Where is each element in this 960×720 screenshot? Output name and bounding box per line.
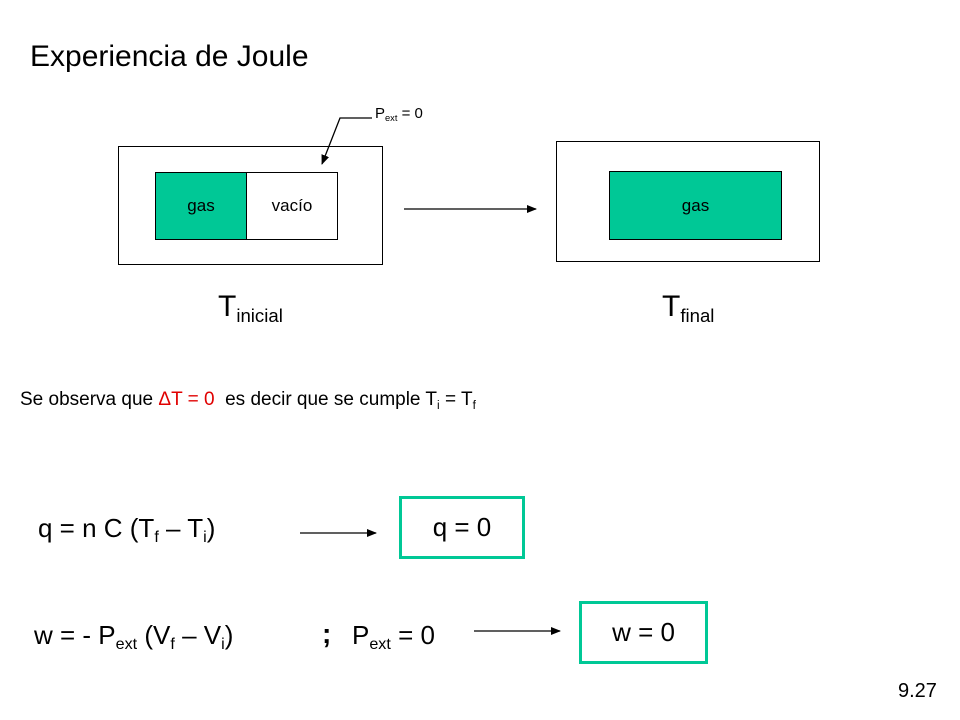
work-eq-sub-i: i (221, 635, 225, 654)
pext-label-sub: ext (385, 112, 398, 123)
pext-condition: Pext = 0 (352, 620, 435, 654)
heat-result-box: q = 0 (399, 496, 525, 559)
final-gas-compartment: gas (609, 171, 782, 240)
work-equation: w = - Pext (Vf – Vi) (34, 620, 234, 654)
observation-middle: es decir que se cumple T (214, 389, 438, 410)
slide-title: Experiencia de Joule (30, 40, 309, 73)
final-container (556, 141, 820, 262)
delta-t-highlight: ΔT = 0 (158, 389, 215, 410)
pext-condition-base: P (352, 620, 370, 650)
work-eq-lhs: w = - P (34, 620, 116, 650)
pext-pointer-arrow (321, 117, 372, 165)
t-final-label: Tfinal (662, 290, 715, 326)
work-eq-mid2: – V (174, 620, 222, 650)
observation-text: Se observa que ΔT = 0 es decir que se cu… (20, 389, 476, 412)
heat-equation: q = n C (Tf – Ti) (38, 513, 216, 547)
t-initial-label: Tinicial (218, 290, 283, 326)
observation-prefix: Se observa que (20, 389, 159, 410)
observation-eq: = T (439, 389, 473, 410)
t-final-base: T (662, 290, 681, 323)
pext-condition-rest: = 0 (390, 620, 435, 650)
work-result-box: w = 0 (579, 601, 708, 664)
heat-eq-sub-i: i (203, 528, 207, 547)
t-final-sub: final (680, 304, 715, 326)
heat-eq-mid: – T (158, 513, 204, 543)
vacuum-compartment: vacío (246, 172, 338, 240)
work-eq-sub-ext: ext (115, 635, 138, 654)
pext-label-base: P (375, 105, 386, 122)
work-eq-sub-f: f (170, 635, 175, 654)
heat-eq-lhs: q = n C (T (38, 513, 155, 543)
heat-eq-rhs: ) (206, 513, 216, 543)
pext-label: Pext = 0 (375, 105, 423, 123)
slide-number: 9.27 (898, 680, 937, 702)
observation-sub-i: i (437, 398, 440, 412)
heat-eq-sub-f: f (154, 528, 159, 547)
observation-sub-f: f (472, 398, 476, 412)
initial-container (118, 146, 383, 265)
t-initial-sub: inicial (236, 304, 283, 326)
pext-label-rest: = 0 (397, 105, 423, 122)
pext-condition-sub: ext (369, 635, 391, 654)
t-initial-base: T (218, 290, 237, 323)
work-separator: ; (322, 618, 332, 649)
work-eq-mid1: (V (137, 620, 171, 650)
work-eq-rhs: ) (224, 620, 234, 650)
